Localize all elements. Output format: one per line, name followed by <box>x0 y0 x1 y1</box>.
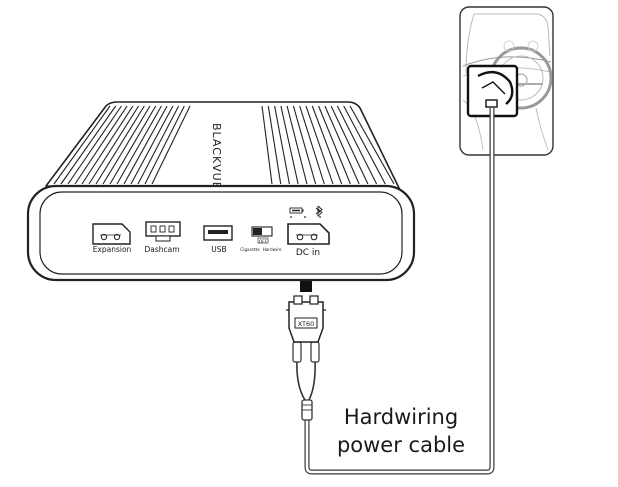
switch-label-hardwire: Hardwire <box>263 247 282 252</box>
cable-caption-line2: power cable <box>337 433 465 457</box>
car-dashboard-icon <box>459 6 554 156</box>
dashcam-port <box>145 221 181 242</box>
cable-caption-line1: Hardwiring <box>344 405 458 429</box>
port-label-expansion: Expansion <box>93 245 132 254</box>
port-label-usb: USB <box>211 245 226 254</box>
mode-switch: OFF <box>251 226 273 244</box>
port-label-dcin: DC in <box>296 248 320 258</box>
port-label-dashcam: Dashcam <box>144 245 179 254</box>
xt60-connector: XT60 <box>286 295 326 343</box>
dc-in-port <box>287 223 330 245</box>
expansion-port <box>92 223 131 245</box>
connector-label: XT60 <box>298 320 315 328</box>
usb-port <box>203 225 233 241</box>
indicator-dot <box>319 216 321 218</box>
indicator-dot <box>290 216 292 218</box>
cooling-fins-right <box>261 105 395 185</box>
bluetooth-icon <box>315 205 323 217</box>
indicator-dot <box>304 216 306 218</box>
switch-label-cigarette: Cigarette <box>240 247 260 252</box>
switch-mark: OFF <box>259 239 267 244</box>
cooling-fins-left <box>53 105 191 185</box>
brand-logo: BLACKVUE <box>210 123 223 190</box>
battery-pack: BLACKVUE Expansion Dashcam USB <box>26 101 416 282</box>
battery-icon <box>289 207 304 214</box>
hardwiring-cable <box>292 108 495 475</box>
